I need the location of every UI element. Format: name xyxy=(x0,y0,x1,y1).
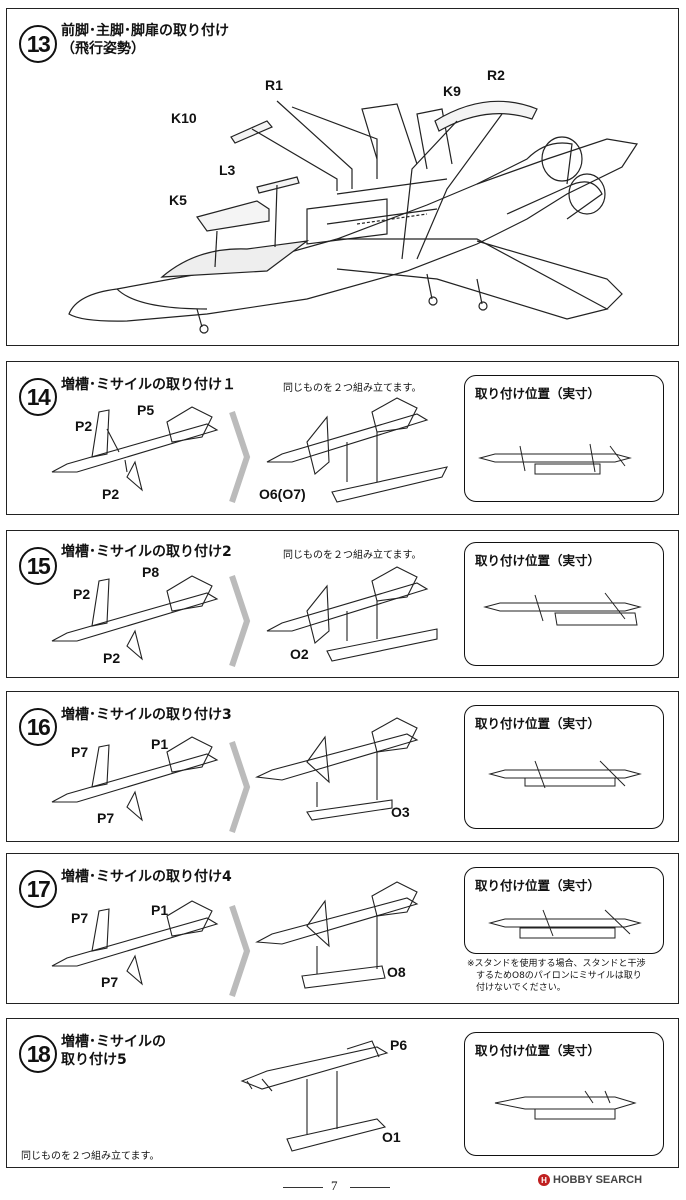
part-label-p7-lower: P7 xyxy=(97,810,115,826)
part-label-pylon: O2 xyxy=(290,646,309,662)
part-label-p7-upper: P7 xyxy=(71,910,89,926)
missile-assembly-drawing xyxy=(51,717,419,833)
step-13-panel: 13 前脚･主脚･脚扉の取り付け （飛行姿勢） R1 R2 K9 K10 L3 … xyxy=(6,8,679,346)
actual-size-drawing xyxy=(488,760,642,789)
step-15-panel: 15 増槽･ミサイルの取り付け2 同じものを２つ組み立てます。 P2 P8 P2… xyxy=(6,530,679,678)
actual-size-drawing xyxy=(483,592,642,626)
part-label-pylon: O1 xyxy=(382,1129,401,1145)
fuel-tank-assembly-drawing xyxy=(240,1040,389,1152)
step-title: 増槽･ミサイルの取り付け2 xyxy=(61,544,232,560)
step-title: 増槽･ミサイルの取り付け4 xyxy=(61,869,232,885)
step-number: 15 xyxy=(19,547,57,585)
step-title-line1: 増槽･ミサイルの xyxy=(61,1034,166,1050)
part-label-p6: P6 xyxy=(390,1037,408,1053)
part-label-p2-lower: P2 xyxy=(103,650,121,666)
watermark-logo-icon: H xyxy=(538,1174,550,1186)
actual-size-drawing xyxy=(488,909,642,939)
page-number: 7 xyxy=(331,1178,338,1193)
part-label-p8: P8 xyxy=(142,564,160,580)
actual-size-title: 取り付け位置（実寸） xyxy=(475,386,601,401)
part-label-p1: P1 xyxy=(151,902,169,918)
part-label-k5: K5 xyxy=(169,192,187,208)
footer-rule-left xyxy=(283,1187,323,1188)
step-16-panel: 16 増槽･ミサイルの取り付け3 P7 P1 P7 O3 取り付け位置（実寸） xyxy=(6,691,679,842)
part-label-p2-upper: P2 xyxy=(73,586,91,602)
part-label-r2: R2 xyxy=(487,67,505,83)
part-label-l3: L3 xyxy=(219,162,236,178)
part-label-p1: P1 xyxy=(151,736,169,752)
step-17-panel: 17 増槽･ミサイルの取り付け4 P7 P1 P7 O8 取り付け位置（実寸） … xyxy=(6,853,679,1004)
part-label-k9: K9 xyxy=(443,83,461,99)
part-label-pylon: O6(O7) xyxy=(259,486,306,502)
warning-line-3: 付けないでください。 xyxy=(476,983,566,993)
actual-size-box: 取り付け位置（実寸） xyxy=(464,542,664,666)
assembly-note: 同じものを２つ組み立てます。 xyxy=(283,383,422,394)
warning-line-1: ※スタンドを使用する場合、スタンドと干渉 xyxy=(467,959,646,969)
aircraft-drawing xyxy=(68,100,639,334)
footer-rule-right xyxy=(350,1187,390,1188)
watermark: H HOBBY SEARCH xyxy=(538,1174,642,1186)
step-number: 14 xyxy=(19,378,57,416)
part-label-p7-lower: P7 xyxy=(101,974,119,990)
actual-size-box: 取り付け位置（実寸） xyxy=(464,705,664,829)
actual-size-drawing xyxy=(494,1090,637,1120)
missile-assembly-drawing xyxy=(51,397,449,503)
step-number: 13 xyxy=(19,25,57,63)
step-title-line2: （飛行姿勢） xyxy=(61,41,145,57)
actual-size-title: 取り付け位置（実寸） xyxy=(475,878,601,893)
part-label-pylon: O3 xyxy=(391,804,410,820)
step-number: 17 xyxy=(19,870,57,908)
part-label-r1: R1 xyxy=(265,77,283,93)
actual-size-box: 取り付け位置（実寸） xyxy=(464,1032,664,1156)
actual-size-box: 取り付け位置（実寸） xyxy=(464,375,664,502)
step-title-line2: 取り付け5 xyxy=(61,1052,127,1068)
part-label-p2-lower: P2 xyxy=(102,486,120,502)
step-title: 前脚･主脚･脚扉の取り付け （飛行姿勢） xyxy=(61,22,229,58)
actual-size-title: 取り付け位置（実寸） xyxy=(475,716,601,731)
part-label-k10: K10 xyxy=(171,110,197,126)
missile-right xyxy=(266,397,449,503)
part-label-p5: P5 xyxy=(137,402,155,418)
step-title: 増槽･ミサイルの取り付け１ xyxy=(61,377,236,393)
actual-size-box: 取り付け位置（実寸） xyxy=(464,867,664,954)
warning-line-2: するためO8のパイロンにミサイルは取り xyxy=(476,971,642,981)
assembly-note: 同じものを２つ組み立てます。 xyxy=(283,550,422,561)
actual-size-title: 取り付け位置（実寸） xyxy=(475,1043,601,1058)
step-title: 増槽･ミサイルの 取り付け5 xyxy=(61,1033,166,1069)
step-number: 16 xyxy=(19,708,57,746)
actual-size-title: 取り付け位置（実寸） xyxy=(475,553,601,568)
missile-assembly-drawing xyxy=(51,566,438,667)
step-title: 増槽･ミサイルの取り付け3 xyxy=(61,707,232,723)
watermark-text: HOBBY SEARCH xyxy=(553,1174,643,1186)
step-18-panel: 18 増槽･ミサイルの 取り付け5 同じものを２つ組み立てます。 P6 O1 取… xyxy=(6,1018,679,1168)
missile-left xyxy=(51,406,219,492)
part-label-p7-upper: P7 xyxy=(71,744,89,760)
missile-assembly-drawing xyxy=(51,881,419,997)
step-14-panel: 14 増槽･ミサイルの取り付け１ 同じものを２つ組み立てます。 P2 P5 P2… xyxy=(6,361,679,515)
step-number: 18 xyxy=(19,1035,57,1073)
step-title-line1: 前脚･主脚･脚扉の取り付け xyxy=(61,23,229,39)
part-label-p2-upper: P2 xyxy=(75,418,93,434)
stand-warning: ※スタンドを使用する場合、スタンドと干渉 するためO8のパイロンにミサイルは取り… xyxy=(467,958,646,994)
part-label-pylon: O8 xyxy=(387,964,406,980)
actual-size-drawing xyxy=(478,443,632,475)
assembly-note: 同じものを２つ組み立てます。 xyxy=(21,1151,160,1162)
